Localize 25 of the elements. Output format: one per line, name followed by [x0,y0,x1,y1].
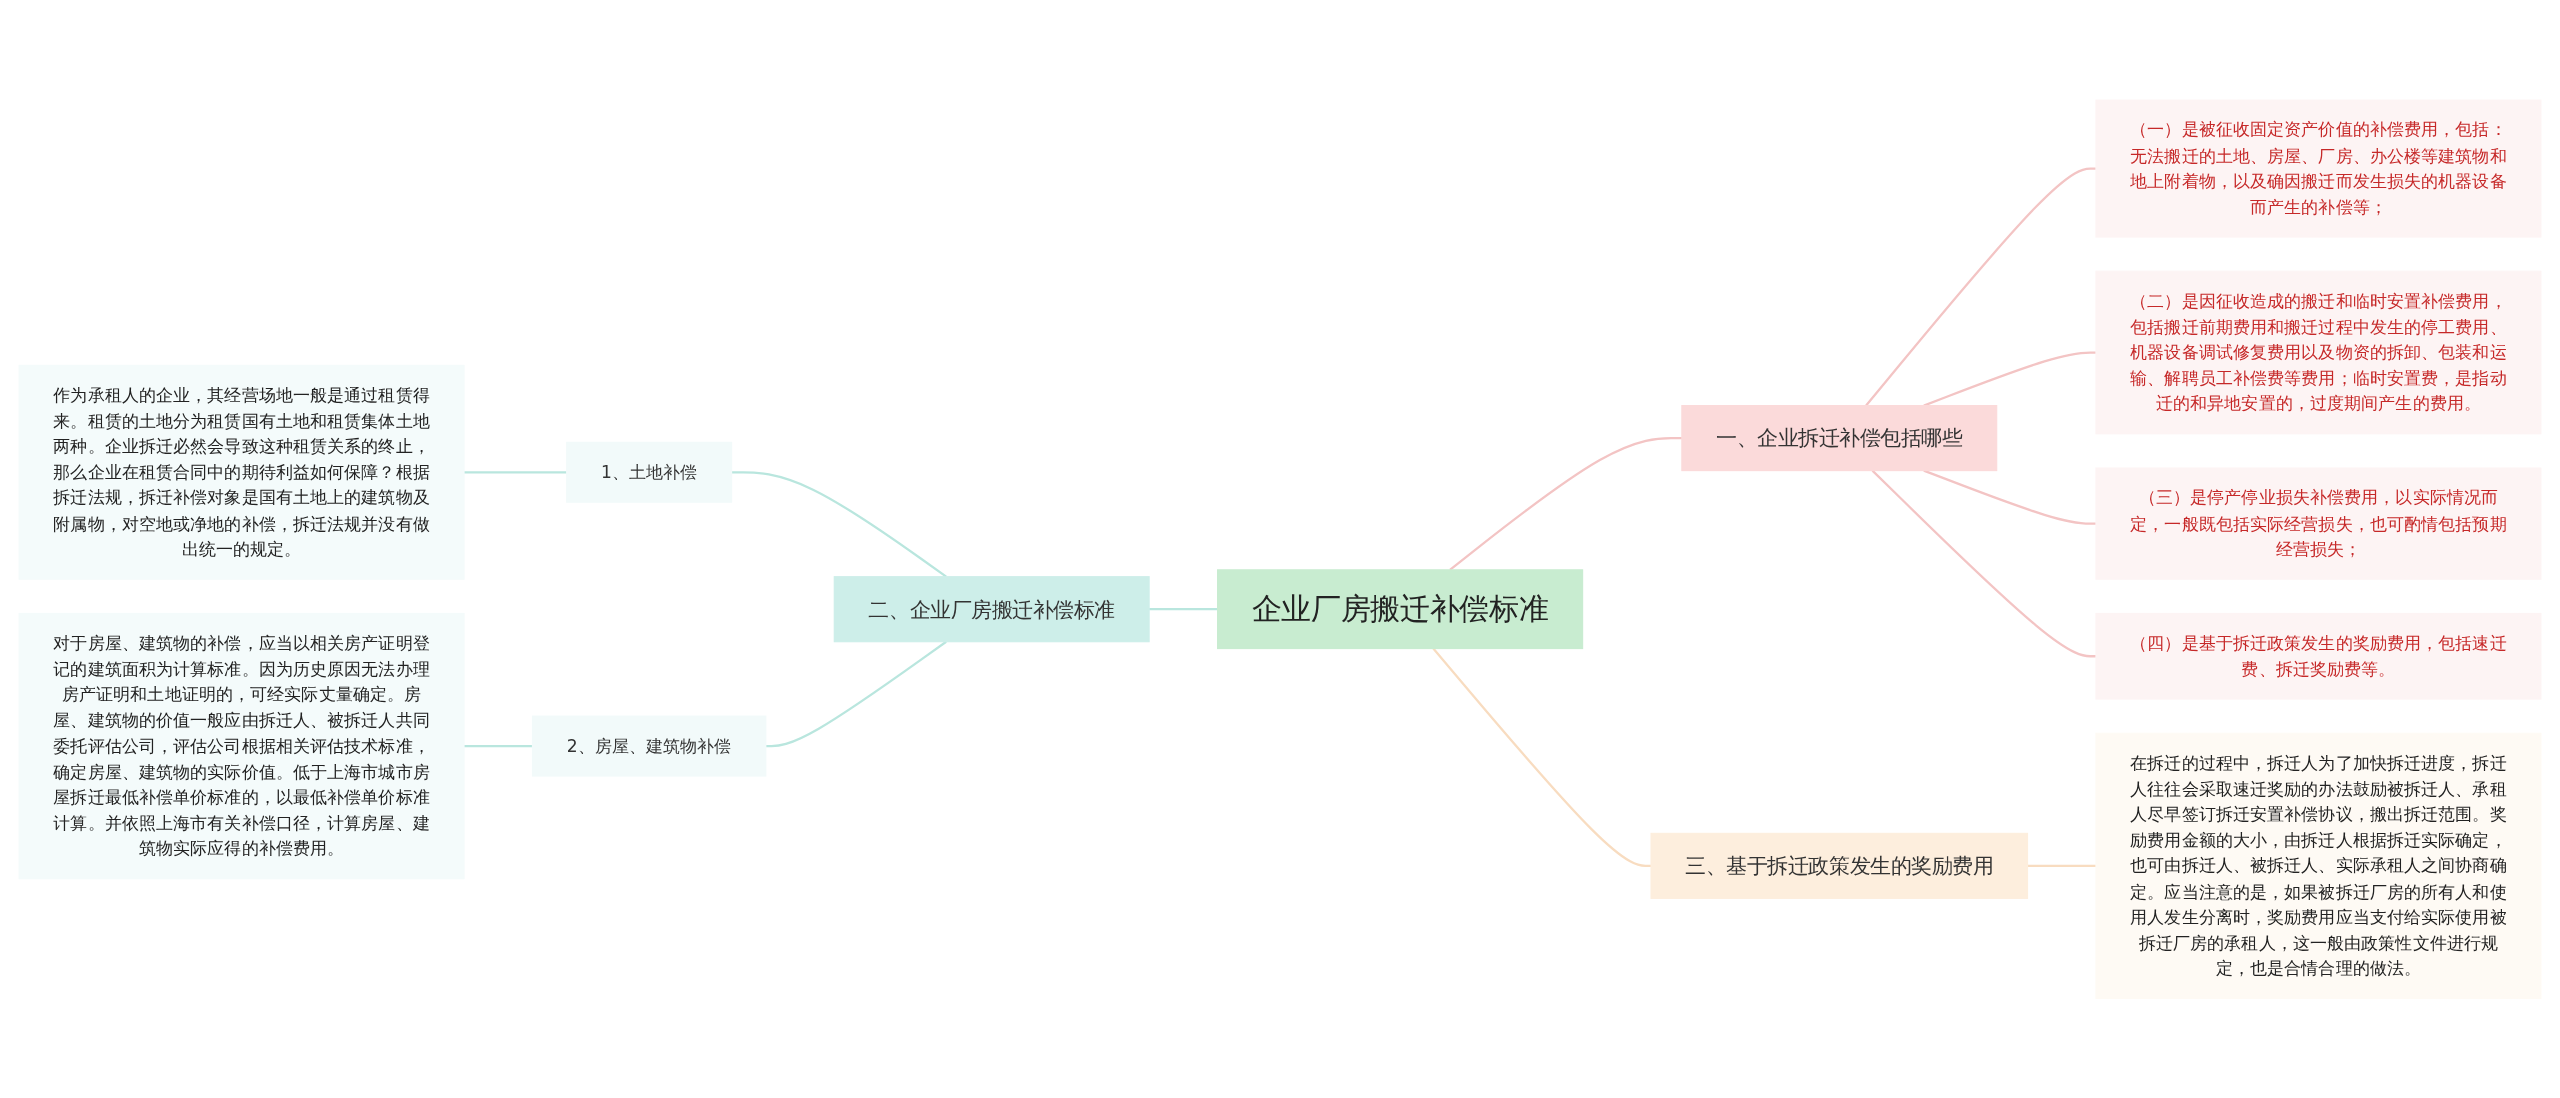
node-box: 对于房屋、建筑物的补偿，应当以相关房产证明登记的建筑面积为计算标准。因为历史原因无法办理房产证明和土地证明的，可经实际丈量确定。房屋、建筑物的价值一般应由拆迁人、被拆迁人共同委托评估公司，评估公司根据相关评估技术标准，确定房屋、建筑物的实际价值。低于上海市城市房屋拆迁最低补偿单价标准的，以最低补偿单价标准计算。并依照上海市有关补偿口径，计算房屋、建筑物实际应得的补偿费用。 [18,612,465,879]
node-box: 三、基于拆迁政策发生的奖励费用 [1650,832,2029,899]
connector [1865,167,2096,406]
node-box: 作为承租人的企业，其经营场地一般是通过租赁得来。租赁的土地分为租赁国有土地和租赁集体土地两种。企业拆迁必然会导致这种租赁关系的终止，那么企业在租赁合同中的期待利益如何保障？根据拆迁法规，拆迁补偿对象是国有土地上的建筑物及附属物，对空地或净地的补偿，拆迁法规并没有做出统一的规定。 [18,364,465,580]
node-box: 二、企业厂房搬迁补偿标准 [833,575,1150,642]
connector [2027,864,2096,867]
connector [464,744,533,747]
connector [1432,647,1652,867]
connector [765,640,947,747]
connector [464,470,567,474]
node-box: 2、房屋、建筑物补偿 [531,715,767,777]
node-box: 在拆迁的过程中，拆迁人为了加快拆迁进度，拆迁人往往会采取速迁奖励的办法鼓励被拆迁人、承租人尽早签订拆迁安置补偿协议，搬出拆迁范围。奖励费用金额的大小，由拆迁人根据拆迁实际确定，也可由拆迁人、被拆迁人、实际承租人之间协商确定。应当注意的是，如果被拆迁厂房的所有人和使用人发生分离时，奖励费用应当支付给实际使用被拆迁厂房的承租人，这一般由政策性文件进行规定，也是合情合理的做法。 [2095,732,2542,999]
node-box: 一、企业拆迁补偿包括哪些 [1681,404,1998,471]
node-box: （二）是因征收造成的搬迁和临时安置补偿费用，包括搬迁前期费用和搬迁过程中发生的停工费用、机器设备调试修复费用以及物资的拆卸、包装和运输、解聘员工补偿费等费用；临时安置费，是指动迁的和异地安置的，过度期间产生的费用。 [2095,270,2542,435]
node-box: （三）是停产停业损失补偿费用，以实际情况而定，一般既包括实际经营损失，也可酌情包括预期经营损失； [2095,467,2542,580]
connector [731,470,947,578]
node-box: 企业厂房搬迁补偿标准 [1217,568,1584,649]
node-box: 1、土地补偿 [566,441,733,503]
node-box: （一）是被征收固定资产价值的补偿费用，包括：无法搬迁的土地、房屋、厂房、办公楼等建筑物和地上附着物，以及确因搬迁而发生损失的机器设备而产生的补偿等； [2095,99,2542,238]
connector [1449,436,1682,571]
connector [1149,607,1218,610]
node-box: （四）是基于拆迁政策发生的奖励费用，包括速迁费、拆迁奖励费等。 [2095,612,2542,700]
connector [1923,469,2096,525]
connector [1871,469,2096,658]
connector [1923,351,2096,407]
